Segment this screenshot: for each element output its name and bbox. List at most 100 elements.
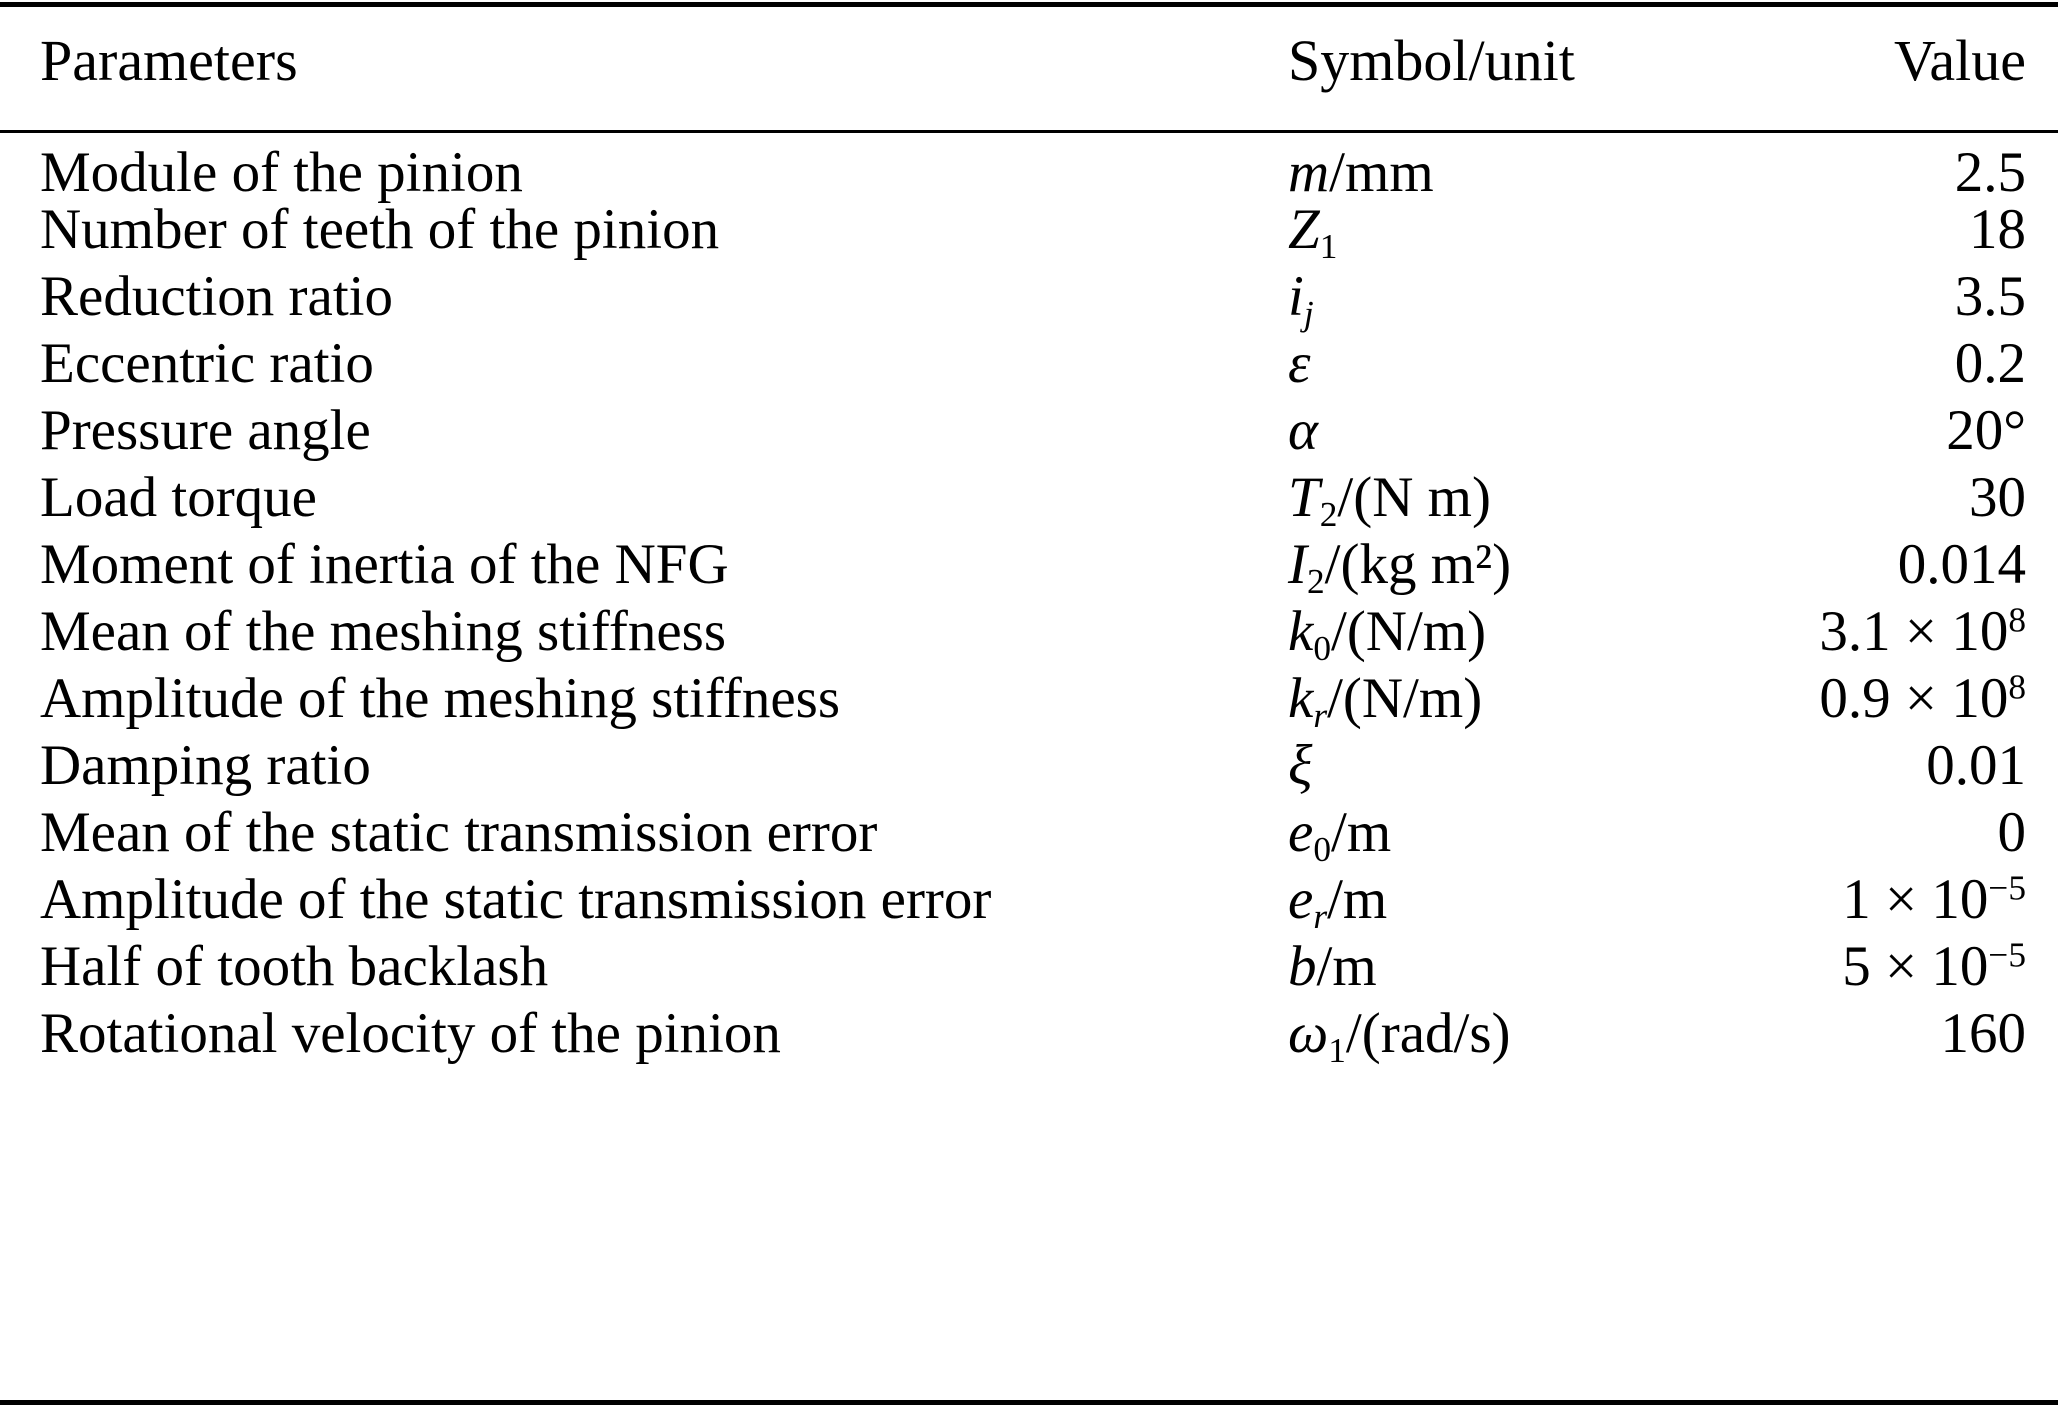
- symbol-variable: e: [1288, 868, 1314, 931]
- value-mantissa: 0.014: [1897, 533, 2026, 596]
- parameter-value: 0: [1679, 804, 2044, 871]
- symbol-subscript: 0: [1313, 628, 1331, 668]
- parameter-label: Damping ratio: [40, 734, 371, 797]
- column-header-value: Value: [1893, 28, 2026, 93]
- symbol-subscript: 1: [1328, 1030, 1346, 1070]
- symbol-variable: i: [1288, 265, 1304, 328]
- parameter-value: 18: [1679, 201, 2044, 268]
- column-header-symbol-unit: Symbol/unit: [1288, 28, 1575, 93]
- table-row: Pressure angle α 20°: [4, 402, 2044, 469]
- symbol-unit-value: I2/(kg m²): [1284, 536, 1679, 603]
- symbol-unit: /m: [1327, 868, 1388, 931]
- value-mantissa: 2.5: [1954, 141, 2026, 204]
- table-header: Parameters Symbol/unit Value: [4, 0, 2044, 122]
- table-header-row: Parameters Symbol/unit Value: [4, 0, 2044, 122]
- table-row: Number of teeth of the pinion Z1 18: [4, 201, 2044, 268]
- value-mantissa: 1 × 10: [1842, 868, 1989, 931]
- value-mantissa: 160: [1940, 1002, 2027, 1065]
- parameter-label: Half of tooth backlash: [40, 935, 549, 998]
- symbol-subscript: 0: [1313, 829, 1331, 869]
- table-header-rule: [0, 130, 2058, 133]
- parameter-value: 30: [1679, 469, 2044, 536]
- symbol-variable: I: [1288, 533, 1307, 596]
- symbol-unit-value: er/m: [1284, 871, 1679, 938]
- table-row: Moment of inertia of the NFG I2/(kg m²) 0.…: [4, 536, 2044, 603]
- symbol-unit: /(kg m²): [1324, 533, 1512, 596]
- parameter-value: 0.014: [1679, 536, 2044, 603]
- symbol-unit-value: ω1/(rad/s): [1284, 1005, 1679, 1072]
- parameter-label: Moment of inertia of the NFG: [40, 533, 729, 596]
- symbol-unit: /m: [1316, 935, 1377, 998]
- symbol-variable: k: [1288, 600, 1314, 663]
- symbol-subscript: 2: [1306, 561, 1325, 601]
- parameter-label: Eccentric ratio: [40, 332, 374, 395]
- table-row: Load torque T2/(N m) 30: [4, 469, 2044, 536]
- symbol-unit-value: k0/(N/m): [1284, 603, 1679, 670]
- symbol-unit-value: ε: [1284, 335, 1679, 402]
- table-top-rule: [0, 2, 2058, 7]
- symbol-unit-value: ij: [1284, 268, 1679, 335]
- symbol-unit: /(N m): [1337, 466, 1491, 529]
- parameters-table: Parameters Symbol/unit Value Module of t…: [4, 0, 2044, 1072]
- value-exponent: −5: [1988, 868, 2026, 908]
- value-mantissa: 30: [1969, 466, 2026, 529]
- symbol-variable: k: [1288, 667, 1314, 730]
- symbol-unit-value: kr/(N/m): [1284, 670, 1679, 737]
- symbol-unit: /(N/m): [1327, 667, 1483, 730]
- value-mantissa: 5 × 10: [1842, 935, 1989, 998]
- symbol-variable: ξ: [1288, 734, 1313, 797]
- parameter-label: Amplitude of the meshing stiffness: [40, 667, 841, 730]
- value-mantissa: 0.2: [1954, 332, 2026, 395]
- parameter-label: Pressure angle: [40, 399, 371, 462]
- symbol-subscript: r: [1313, 695, 1328, 735]
- table-bottom-rule: [0, 1400, 2058, 1405]
- symbol-variable: e: [1288, 801, 1314, 864]
- symbol-variable: m: [1288, 141, 1330, 204]
- symbol-variable: ω: [1288, 1002, 1329, 1065]
- symbol-unit: /(rad/s): [1345, 1002, 1511, 1065]
- symbol-subscript: j: [1303, 293, 1314, 333]
- symbol-unit-value: α: [1284, 402, 1679, 469]
- table-row: Amplitude of the meshing stiffness kr/(N/…: [4, 667, 2044, 737]
- symbol-unit: /(N/m): [1330, 600, 1487, 663]
- symbol-variable: b: [1288, 935, 1317, 998]
- value-mantissa: 20°: [1946, 399, 2026, 462]
- parameter-value: 160: [1679, 1005, 2044, 1072]
- parameter-label: Reduction ratio: [40, 265, 393, 328]
- parameter-label: Rotational velocity of the pinion: [40, 1002, 781, 1065]
- column-header-parameters: Parameters: [40, 28, 298, 93]
- table-row: Amplitude of the static transmission err…: [4, 868, 2044, 938]
- parameter-value: 2.5: [1679, 122, 2044, 201]
- parameter-value: 1 × 10−5: [1679, 868, 2044, 938]
- table-row: Eccentric ratio ε 0.2: [4, 335, 2044, 402]
- parameter-value: 0.9 × 108: [1679, 667, 2044, 737]
- value-exponent: 8: [2008, 667, 2026, 707]
- symbol-unit-value: m/mm: [1284, 122, 1679, 201]
- table-row: Damping ratio ξ 0.01: [4, 737, 2044, 804]
- parameter-value: 0.01: [1679, 737, 2044, 804]
- value-exponent: −5: [1988, 935, 2026, 975]
- value-mantissa: 18: [1969, 198, 2026, 261]
- value-mantissa: 0.9 × 10: [1819, 667, 2009, 730]
- table-row: Reduction ratio ij 3.5: [4, 268, 2044, 335]
- value-mantissa: 3.5: [1954, 265, 2026, 328]
- symbol-variable: Z: [1288, 198, 1320, 261]
- parameter-label: Mean of the meshing stiffness: [40, 600, 727, 663]
- symbol-variable: ε: [1288, 332, 1311, 395]
- symbol-unit-value: e0/m: [1284, 804, 1679, 871]
- symbol-subscript: 2: [1319, 494, 1338, 534]
- table-row: Half of tooth backlash b/m 5 × 10−5: [4, 935, 2044, 1005]
- symbol-variable: α: [1288, 399, 1318, 462]
- value-mantissa: 0: [1997, 801, 2027, 864]
- parameter-label: Amplitude of the static transmission err…: [40, 868, 992, 931]
- symbol-subscript: 1: [1319, 226, 1338, 266]
- parameter-label: Load torque: [40, 466, 317, 529]
- parameter-label: Number of teeth of the pinion: [40, 198, 720, 261]
- parameter-value: 20°: [1679, 402, 2044, 469]
- symbol-variable: T: [1288, 466, 1320, 529]
